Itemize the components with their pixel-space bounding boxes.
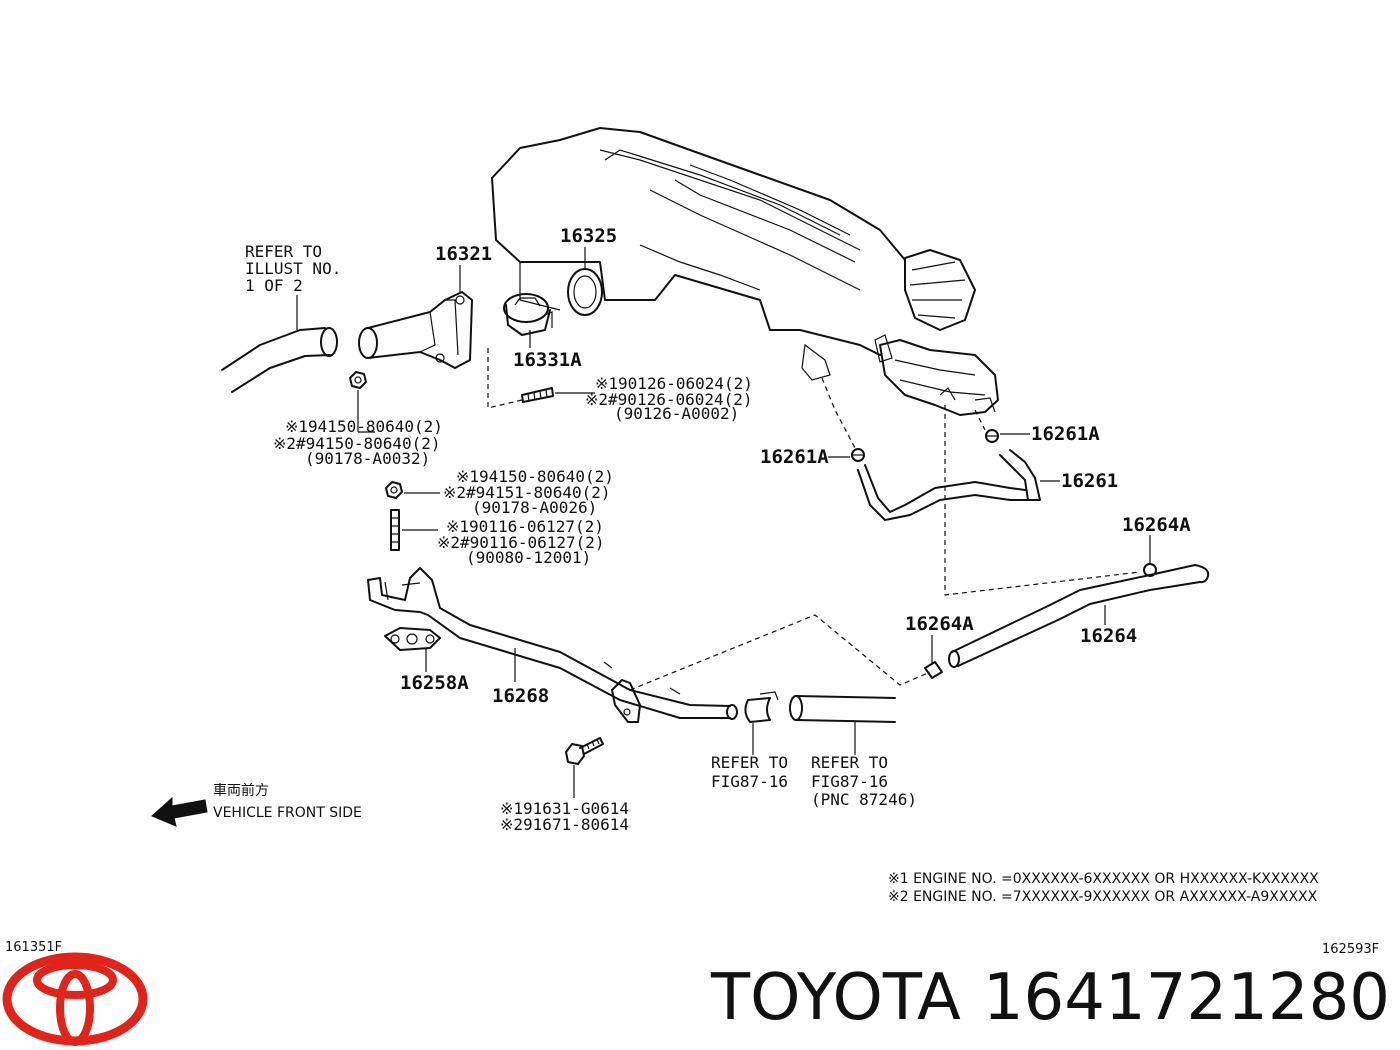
stud-bolt-icon <box>521 387 554 403</box>
part-16331A-label: 16331A <box>513 349 582 371</box>
heater-hose-drawing <box>789 695 896 723</box>
toyota-logo-icon <box>2 952 148 1046</box>
part-16261A-left-label: 16261A <box>760 446 829 468</box>
nut-icon <box>385 481 403 499</box>
hose-clamp-drawing <box>744 691 779 723</box>
stud-bolt-icon <box>390 509 400 551</box>
engine-note-2: ※2 ENGINE NO. =7XXXXXX-9XXXXXX OR AXXXXX… <box>888 889 1318 905</box>
part-16325-label: 16325 <box>560 225 617 247</box>
engine-block-drawing <box>491 127 999 416</box>
engine-note-1: ※1 ENGINE NO. =0XXXXXX-6XXXXXX OR HXXXXX… <box>888 871 1319 887</box>
upper-radiator-hose-drawing <box>221 327 338 393</box>
part-16264A-top-label: 16264A <box>1122 514 1191 536</box>
part-16261A-right-label: 16261A <box>1031 423 1100 445</box>
refer-fig-left-line1: REFER TO <box>711 753 788 772</box>
part-16321-label: 16321 <box>435 243 492 265</box>
stud-b-line1: ※190116-06127(2) <box>446 517 604 536</box>
nut-b-line2: ※2#94151-80640(2) <box>443 483 611 502</box>
nut-b-line1: ※194150-80640(2) <box>456 467 614 486</box>
brand-name: TOYOTA <box>710 961 961 1035</box>
vehicle-front-jp: 車両前方 <box>213 782 269 799</box>
refer-illust-line1: REFER TO <box>245 242 322 261</box>
bolt-a-line1: ※190126-06024(2) <box>595 374 753 393</box>
nut-b-line3: (90178-A0026) <box>472 498 597 517</box>
gasket-16325-drawing <box>567 268 603 316</box>
refer-fig-left-line2: FIG87-16 <box>711 772 788 791</box>
front-arrow-icon <box>151 796 208 827</box>
refer-illust-line3: 1 OF 2 <box>245 276 303 295</box>
gasket-16258A-drawing <box>384 627 441 651</box>
bolt-c-line2: ※291671-80614 <box>500 815 629 834</box>
nut-a-line1: ※194150-80640(2) <box>285 417 443 436</box>
water-outlet-16321-drawing <box>358 291 473 369</box>
bolt-a-line3: (90126-A0002) <box>614 404 739 423</box>
stud-b-line2: ※2#90116-06127(2) <box>437 533 605 552</box>
thermostat-16331A-drawing <box>503 293 553 336</box>
water-pipe-16268-drawing <box>367 567 738 723</box>
vehicle-front-en: VEHICLE FRONT SIDE <box>213 805 362 821</box>
refer-fig-right-line3: (PNC 87246) <box>811 790 917 809</box>
figure-code-left: 161351F <box>5 940 62 955</box>
part-16258A-label: 16258A <box>400 672 469 694</box>
flange-bolt-icon <box>565 737 604 765</box>
refer-fig-right-line1: REFER TO <box>811 753 888 772</box>
nut-a-line2: ※2#94150-80640(2) <box>273 434 441 453</box>
figure-code-right: 162593F <box>1322 942 1379 957</box>
part-16261-label: 16261 <box>1061 470 1118 492</box>
nut-a-line3: (90178-A0032) <box>305 449 430 468</box>
part-16268-label: 16268 <box>492 685 549 707</box>
bolt-c-line1: ※191631-G0614 <box>500 799 629 818</box>
part-16264A-mid-label: 16264A <box>905 613 974 635</box>
brand-part-number: 1641721280 <box>982 961 1390 1035</box>
bypass-hose-16261-drawing <box>851 429 1041 521</box>
refer-fig-right-line2: FIG87-16 <box>811 772 888 791</box>
bolt-a-line2: ※2#90126-06024(2) <box>585 390 753 409</box>
stud-b-line3: (90080-12001) <box>466 548 591 567</box>
brand-part-number-line: TOYOTA 1641721280 <box>650 958 1390 1038</box>
refer-illust-line2: ILLUST NO. <box>245 259 341 278</box>
part-16264-label: 16264 <box>1080 625 1137 647</box>
nut-icon <box>349 371 367 389</box>
